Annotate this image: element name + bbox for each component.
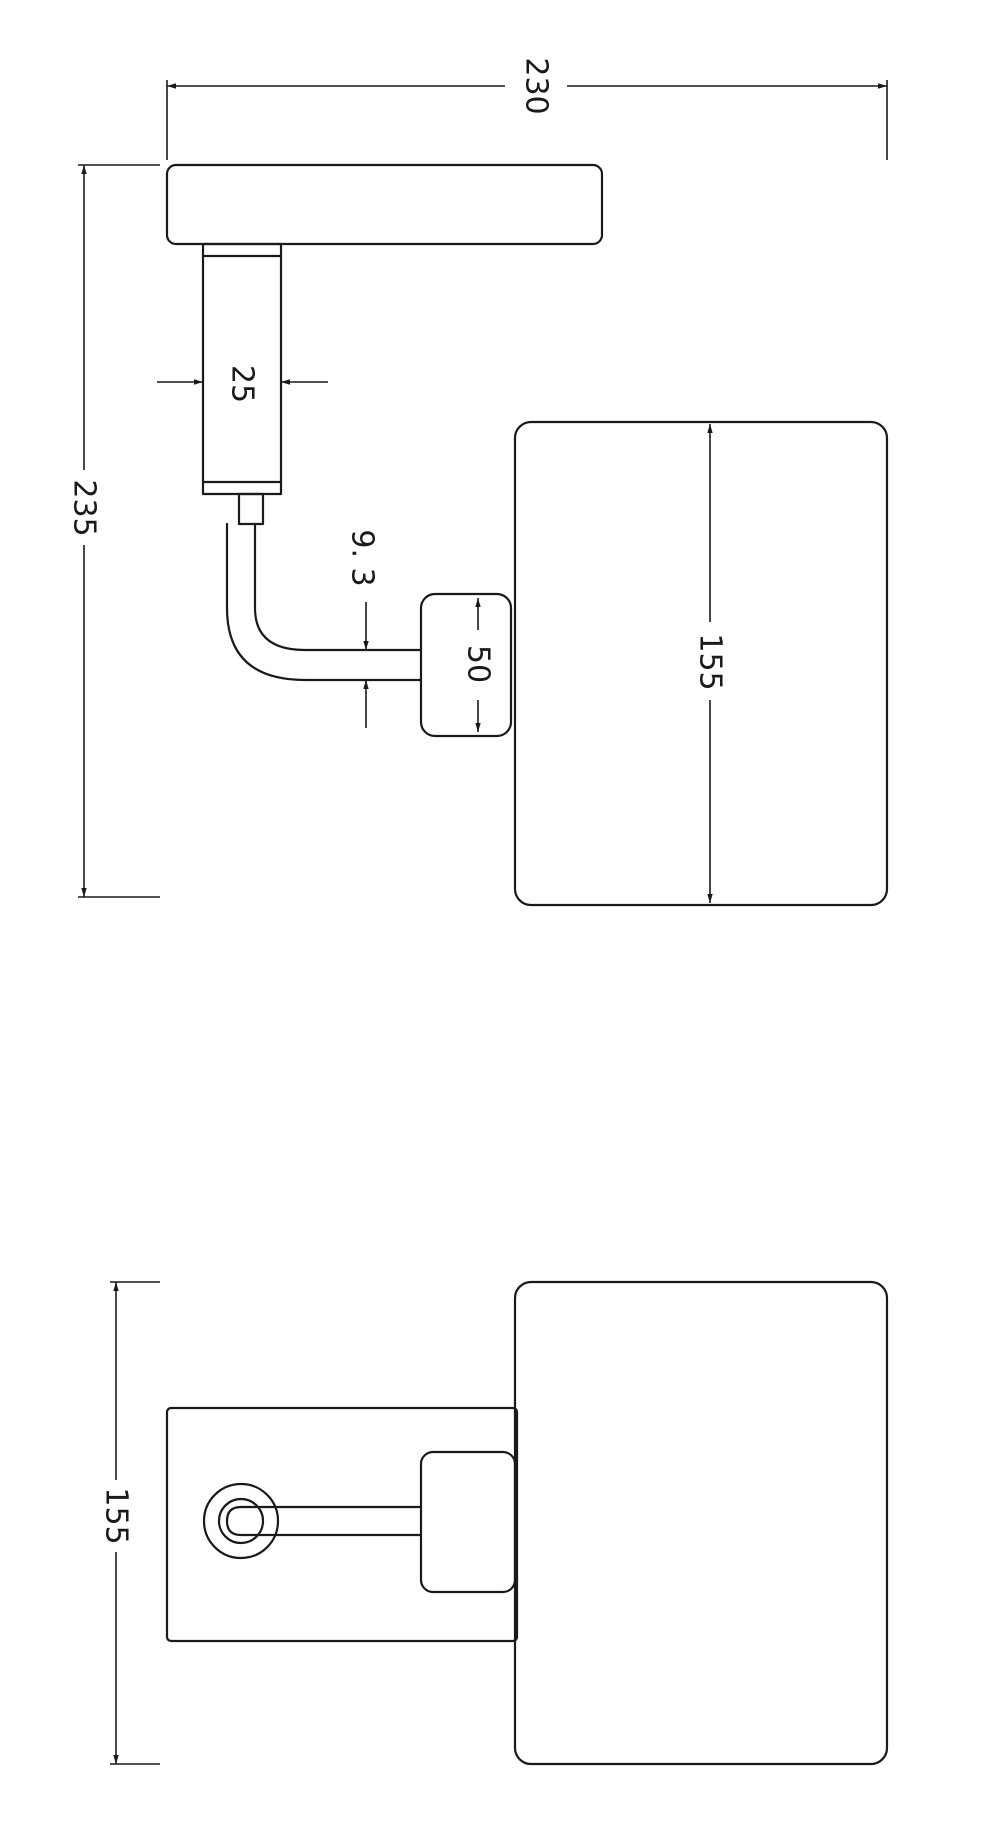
dim-total-width-label: 230 [519,57,554,114]
dim-cup-height-label: 155 [693,633,728,690]
dim-arm-width: 25 [157,365,328,403]
wall-bracket [165,163,604,246]
cup-holder [513,420,889,907]
dim-plate-height-label: 50 [461,645,496,683]
front-wall-plate [165,1406,519,1643]
dim-total-height: 235 [67,164,160,898]
dim-arm-width-label: 25 [225,365,260,403]
dim-total-height-label: 235 [67,479,102,536]
dim-rod-diameter-label: 9. 3 [345,529,380,586]
arm-connector [237,492,265,526]
curved-rod [225,522,423,682]
mounting-plate [419,592,513,738]
front-view [165,1280,889,1766]
dim-rod-diameter: 9. 3 [345,529,380,728]
front-inner-plate [419,1450,517,1594]
dim-front-width: 155 [99,1281,160,1765]
dim-plate-height: 50 [461,598,496,732]
dim-front-width-label: 155 [99,1487,134,1544]
side-view [165,163,889,907]
front-rosette [202,1482,280,1560]
dim-total-width: 230 [166,57,888,160]
front-rod [225,1505,423,1537]
dim-cup-height: 155 [693,424,728,903]
front-cup-holder [513,1280,889,1766]
